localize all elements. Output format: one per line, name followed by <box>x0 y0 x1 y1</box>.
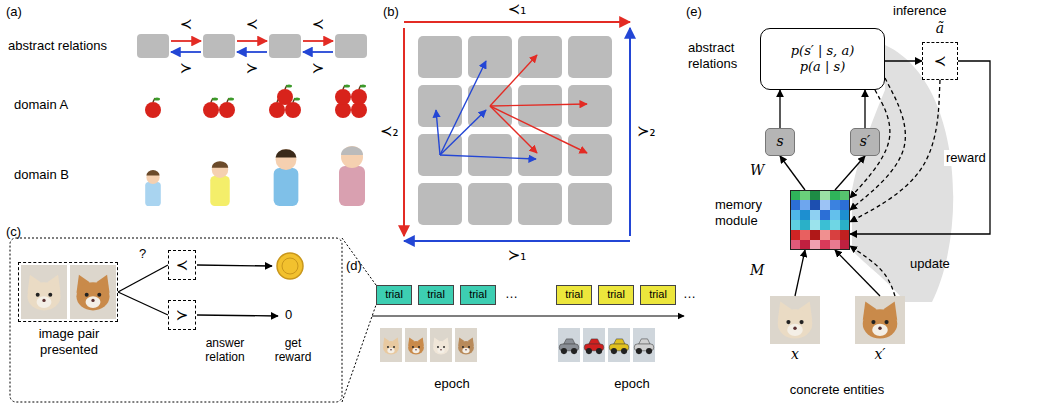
trial-box: trial <box>418 285 454 305</box>
matrix-label: M <box>750 262 764 279</box>
edge-label: reward <box>944 150 988 166</box>
trial-box: trial <box>556 285 592 305</box>
epoch-label: epoch <box>602 376 662 392</box>
node-text: trial <box>565 288 583 302</box>
reward-value: 0 <box>285 307 292 323</box>
node-caption: image pair presented <box>19 326 119 357</box>
step-label: get reward <box>267 336 319 365</box>
relation-symbol: ≺₂ <box>380 122 399 140</box>
people <box>145 146 365 206</box>
entity-image: x′ <box>855 296 905 344</box>
relation-symbol: ≻₂ <box>637 122 656 140</box>
entity-image: x <box>770 296 820 344</box>
timeline <box>342 238 684 402</box>
node-text: ≻ <box>176 306 189 325</box>
ellipsis: … <box>683 286 696 302</box>
node-text: trial <box>649 288 667 302</box>
node-text: trial <box>607 288 625 302</box>
inferred-relation-box: ≺ <box>922 42 958 80</box>
step-label: inference <box>893 3 946 19</box>
component-label: concrete entities <box>772 382 902 398</box>
connector <box>864 90 865 128</box>
relation-symbol: ≺₁ <box>502 0 532 18</box>
panel-letter: (e) <box>686 4 702 20</box>
relation-symbol: ≺ <box>176 15 196 33</box>
question-mark: ? <box>139 246 146 262</box>
component-label: abstract relations <box>688 40 758 71</box>
step-label: answer relation <box>194 336 256 365</box>
image-pair-box: image pair presented <box>18 262 118 322</box>
trial-box: trial <box>460 285 496 305</box>
connector <box>885 60 922 61</box>
variable-label: ã <box>930 20 950 37</box>
state-box: s′ <box>850 128 880 156</box>
task-panel <box>10 238 342 402</box>
node-caption: x′ <box>855 346 905 363</box>
relation-symbol: ≻ <box>308 59 328 77</box>
trial-box: trial <box>598 285 634 305</box>
node-text: trial <box>385 288 403 302</box>
node-caption: memory module <box>715 197 785 228</box>
region-label: update <box>910 256 950 272</box>
relation-symbol: ≻ <box>242 59 262 77</box>
node-text: ≺ <box>934 52 947 71</box>
node-text: p(a | s) <box>800 59 846 75</box>
row-label: domain B <box>14 167 69 183</box>
relation-symbol: ≻₁ <box>502 246 532 264</box>
panel-letter: (d) <box>346 258 362 274</box>
row-label: abstract relations <box>8 38 107 54</box>
epoch-label: epoch <box>422 376 482 392</box>
update-arrow <box>850 80 940 222</box>
node-text: ≺ <box>176 256 189 275</box>
connector <box>835 250 880 296</box>
memory-module: memory module <box>790 190 850 250</box>
update-arrow <box>850 246 895 296</box>
trial-box: trial <box>376 285 412 305</box>
connector <box>779 90 780 128</box>
panel-letter: (b) <box>383 4 399 20</box>
state-grid <box>404 22 630 241</box>
relation-chain <box>137 34 367 58</box>
connector <box>118 265 168 292</box>
matrix-label: W <box>750 162 764 179</box>
connector <box>795 250 805 296</box>
state-box: s <box>765 128 795 156</box>
apples <box>145 85 367 119</box>
panel-letter: (a) <box>6 4 22 20</box>
relation-model-box: p(s′ | s, a)p(a | s) <box>760 28 885 90</box>
update-arrow <box>850 78 905 210</box>
relation-symbol: ≺ <box>308 15 328 33</box>
ellipsis: … <box>505 286 518 302</box>
relation-symbol: ≻ <box>176 59 196 77</box>
node-text: s′ <box>860 133 870 151</box>
connector <box>835 156 865 190</box>
panel-letter: (c) <box>6 224 21 240</box>
connector <box>118 292 168 315</box>
node-text: p(s′ | s, a) <box>791 43 854 59</box>
trial-box: trial <box>640 285 676 305</box>
node-text: s <box>776 133 783 151</box>
answer-box: ≻ <box>168 300 196 330</box>
node-text: trial <box>427 288 445 302</box>
relation-symbol: ≺ <box>242 15 262 33</box>
answer-box: ≺ <box>168 250 196 280</box>
update-arrow <box>850 90 890 198</box>
node-text: trial <box>469 288 487 302</box>
connector <box>850 61 990 234</box>
row-label: domain A <box>14 97 68 113</box>
node-caption: x <box>770 346 820 363</box>
connector <box>780 156 805 190</box>
